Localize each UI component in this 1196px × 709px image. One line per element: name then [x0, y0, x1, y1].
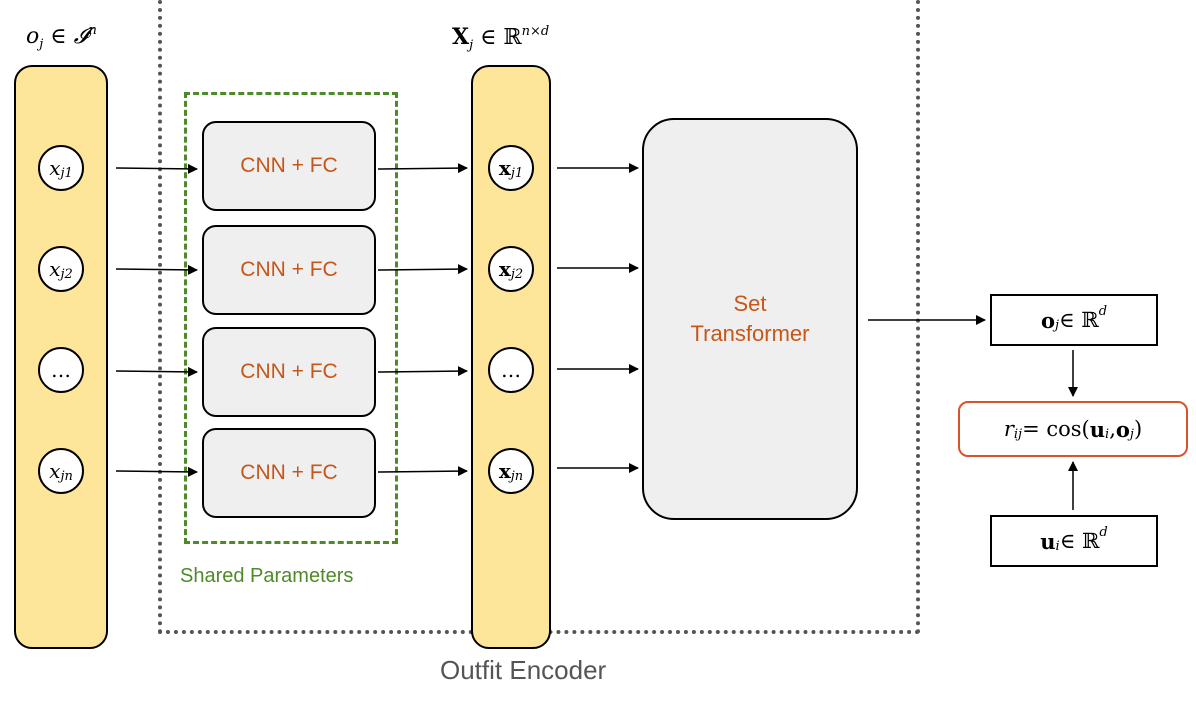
- outfit-input-label: oj ∈ 𝓘n: [26, 23, 97, 52]
- set-transformer-label-line2: Transformer: [690, 321, 810, 346]
- cnn-fc-block-1: CNN + FC: [202, 121, 376, 211]
- cnn-fc-block-4: CNN + FC: [202, 428, 376, 518]
- embed-node-ellipsis: …: [488, 347, 534, 393]
- set-transformer-label-line1: Set: [733, 291, 767, 316]
- input-node-ellipsis: …: [38, 347, 84, 393]
- cnn-fc-block-3: CNN + FC: [202, 327, 376, 417]
- set-transformer-block: Set Transformer: [642, 118, 858, 520]
- shared-parameters-boundary: [184, 92, 398, 544]
- embedding-matrix-label: Xj ∈ ℝn×d: [452, 24, 550, 53]
- cnn-fc-block-2: CNN + FC: [202, 225, 376, 315]
- outfit-encoder-label: Outfit Encoder: [440, 655, 607, 685]
- shared-parameters-label: Shared Parameters: [180, 565, 354, 587]
